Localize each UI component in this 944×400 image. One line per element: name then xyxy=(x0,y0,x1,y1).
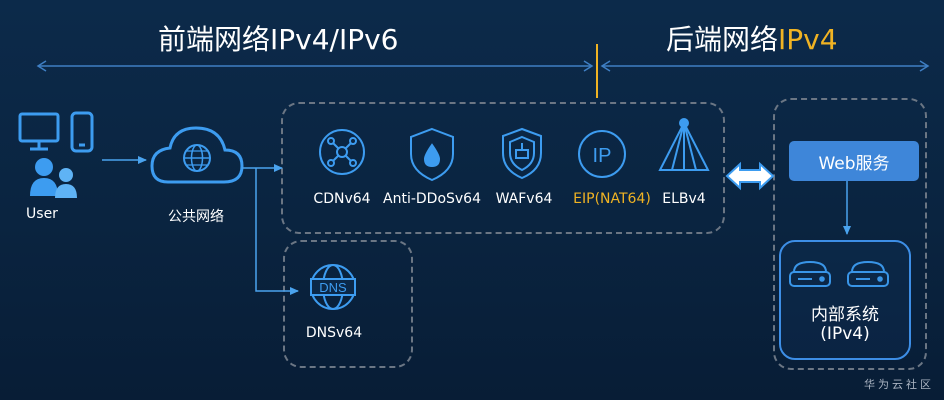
backend-group xyxy=(773,98,927,370)
dns-globe-icon xyxy=(310,264,356,310)
dns-label: DNSv64 xyxy=(305,325,363,341)
internal-system-ip-label: (IPv4) xyxy=(820,324,870,344)
backend-span-line xyxy=(600,60,930,72)
svg-text:IP: IP xyxy=(593,145,612,167)
service-label-cdn: CDNv64 xyxy=(313,191,371,207)
backend-network-title: 后端网络IPv4 xyxy=(666,18,838,58)
cdn-hub-icon xyxy=(319,129,365,175)
frontend-network-title: 前端网络IPv4/IPv6 xyxy=(158,23,399,56)
dns-group xyxy=(283,240,413,368)
monitor-icon xyxy=(18,112,60,151)
internal-system-box: 内部系统 (IPv4) xyxy=(779,240,911,360)
backend-title-prefix: 后端网络 xyxy=(666,23,779,56)
user-label: User xyxy=(26,206,58,222)
bidirectional-arrow-icon xyxy=(725,161,775,191)
waf-shield-icon xyxy=(502,127,542,180)
mobile-icon xyxy=(70,111,94,153)
server-disk-icon xyxy=(847,260,889,287)
service-label-elb: ELBv4 xyxy=(662,191,706,207)
watermark: 华为云社区 xyxy=(864,378,934,391)
web-service-box: Web服务 xyxy=(789,141,919,181)
internal-system-label: 内部系统 xyxy=(811,305,879,325)
user-group-icon xyxy=(30,158,77,198)
service-label-anti-ddos: Anti-DDoSv64 xyxy=(383,191,481,207)
dns-icon-text: DNS xyxy=(319,280,347,295)
backend-title-highlight: IPv4 xyxy=(778,23,838,56)
internet-label: 公共网络 xyxy=(168,209,224,225)
shield-drop-icon xyxy=(410,127,454,182)
internet-to-dns-arrow xyxy=(255,168,299,295)
cloud-globe-icon xyxy=(150,126,244,184)
server-disk-icon xyxy=(789,260,831,287)
load-balancer-icon xyxy=(658,118,710,171)
ip-circle-icon: IP xyxy=(578,130,626,178)
service-label-eip: EIP(NAT64) xyxy=(573,191,651,207)
frontend-span-line xyxy=(36,60,594,72)
service-label-waf: WAFv64 xyxy=(495,191,553,207)
